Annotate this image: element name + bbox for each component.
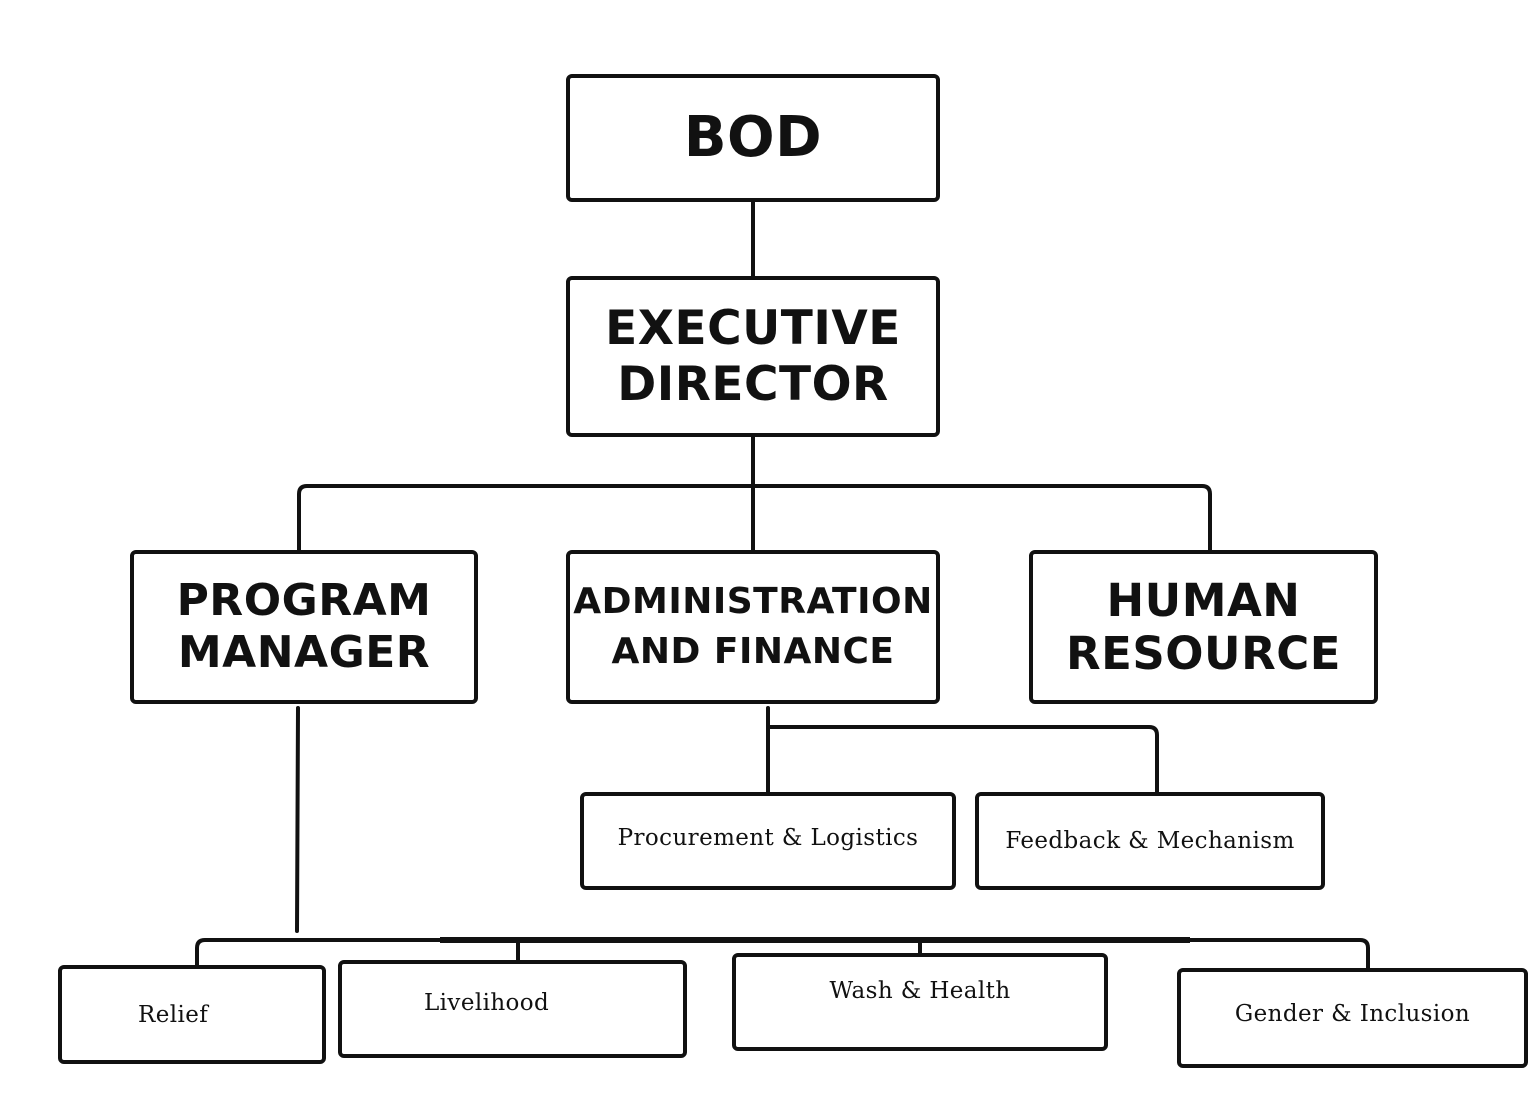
- node-human-resource-text: HUMAN RESOURCE: [1066, 574, 1341, 680]
- node-procurement-logistics: Procurement & Logistics: [580, 792, 956, 890]
- node-program-manager-text: PROGRAM MANAGER: [177, 575, 432, 679]
- node-administration-finance: ADMINISTRATION AND FINANCE: [566, 550, 940, 704]
- node-administration-finance-line2: AND FINANCE: [611, 631, 895, 672]
- node-executive-director-line2: DIRECTOR: [617, 356, 889, 412]
- node-executive-director-line1: EXECUTIVE: [605, 301, 901, 357]
- node-human-resource: HUMAN RESOURCE: [1029, 550, 1378, 704]
- node-feedback-mechanism-label: Feedback & Mechanism: [1005, 828, 1295, 854]
- node-human-resource-line1: HUMAN: [1106, 573, 1301, 627]
- connector-pm-down: [295, 706, 300, 933]
- node-executive-director: EXECUTIVE DIRECTOR: [566, 276, 940, 437]
- node-bod: BOD: [566, 74, 940, 202]
- node-program-manager-line1: PROGRAM: [176, 575, 432, 627]
- node-bod-label: BOD: [683, 104, 823, 170]
- node-livelihood: Livelihood: [338, 960, 687, 1058]
- node-administration-finance-line1: ADMINISTRATION: [573, 580, 933, 622]
- node-wash-health-label: Wash & Health: [829, 978, 1011, 1004]
- node-relief-label: Relief: [138, 1001, 209, 1028]
- node-feedback-mechanism: Feedback & Mechanism: [975, 792, 1325, 890]
- node-livelihood-label: Livelihood: [424, 990, 550, 1016]
- node-program-manager-line2: MANAGER: [177, 627, 431, 678]
- node-program-manager: PROGRAM MANAGER: [130, 550, 478, 704]
- node-gender-inclusion-label: Gender & Inclusion: [1234, 1001, 1471, 1027]
- node-executive-director-text: EXECUTIVE DIRECTOR: [605, 301, 901, 412]
- branch-bar-admin: [766, 725, 1159, 795]
- node-human-resource-line2: RESOURCE: [1065, 627, 1341, 680]
- node-administration-finance-text: ADMINISTRATION AND FINANCE: [573, 577, 932, 678]
- node-procurement-logistics-label: Procurement & Logistics: [617, 825, 919, 851]
- branch-bar-level2: [297, 484, 1212, 554]
- node-wash-health: Wash & Health: [732, 953, 1108, 1051]
- node-relief: Relief: [58, 965, 326, 1064]
- node-gender-inclusion: Gender & Inclusion: [1177, 968, 1528, 1068]
